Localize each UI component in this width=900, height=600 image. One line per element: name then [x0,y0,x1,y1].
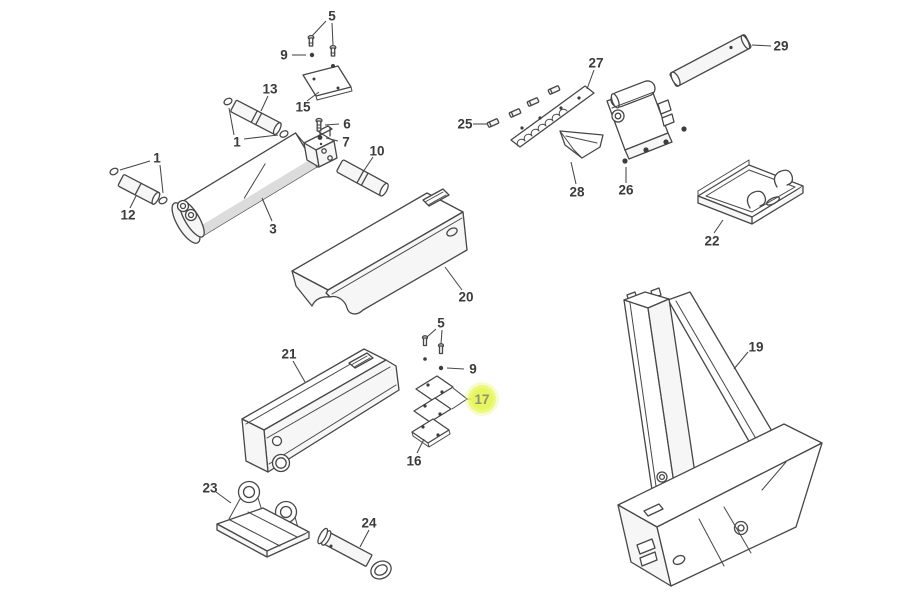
part-5-screws-lower [421,335,445,361]
part-label-5-lower[interactable]: 5 [437,316,445,331]
part-6-bolt [315,117,323,132]
part-label-1-left[interactable]: 1 [153,151,161,166]
part-21-inner-box-section [241,348,400,473]
part-10-pin [336,159,389,197]
part-label-3[interactable]: 3 [269,222,277,237]
part-label-12[interactable]: 12 [120,208,135,223]
part-label-1-upper[interactable]: 1 [233,135,241,150]
part-24-hitch-pin [317,527,392,580]
part-label-7[interactable]: 7 [342,135,350,150]
part-label-6[interactable]: 6 [343,117,351,132]
part-5-screws-top [307,34,337,68]
part-label-24[interactable]: 24 [361,516,377,531]
highlight-glow [465,382,499,416]
part-label-27[interactable]: 27 [588,56,603,71]
part-label-23[interactable]: 23 [202,481,218,496]
part-label-10[interactable]: 10 [369,144,384,159]
part-label-13[interactable]: 13 [262,82,278,97]
leader-lines [119,20,772,548]
slide-roller-assembly [606,80,675,160]
part-label-20[interactable]: 20 [458,290,473,305]
part-17-wear-pads [413,375,454,423]
part-label-9-lower[interactable]: 9 [469,362,477,377]
part-label-9-top[interactable]: 9 [280,48,288,63]
part-1-retainer-rings-left [109,167,168,205]
part-label-22[interactable]: 22 [704,234,719,249]
part-28-deflector [559,130,604,159]
part-9-washer-top [309,52,315,58]
part-19-mast-weldment [617,287,823,587]
part-15-plate [302,65,353,101]
part-label-21[interactable]: 21 [281,347,297,362]
part-label-17-highlighted[interactable]: 17 [474,392,489,407]
part-label-26[interactable]: 26 [618,183,634,198]
part-label-28[interactable]: 28 [569,185,585,200]
part-label-19[interactable]: 19 [748,340,763,355]
part-12-pin [117,174,161,205]
part-26-nuts [622,126,687,164]
part-27-serrated-bar [510,85,595,148]
part-label-25[interactable]: 25 [457,117,473,132]
part-20-outer-box-section [291,188,468,315]
part-3-hydraulic-cylinder [171,125,338,244]
part-16-wear-pad [411,418,451,448]
part-25-bolts [486,85,561,128]
part-7-washer [317,135,323,140]
part-22-mount-bracket [697,159,804,225]
part-label-15[interactable]: 15 [295,100,311,115]
part-1-retainer-rings-upper [223,97,289,138]
part-23-pivot-bracket [216,480,310,558]
part-label-16[interactable]: 16 [406,454,422,469]
part-label-5-top[interactable]: 5 [328,9,336,24]
part-13-pin [230,99,282,136]
part-label-29[interactable]: 29 [773,39,788,54]
part-29-pivot-pin [669,34,752,87]
part-9-washer-lower [438,365,444,371]
